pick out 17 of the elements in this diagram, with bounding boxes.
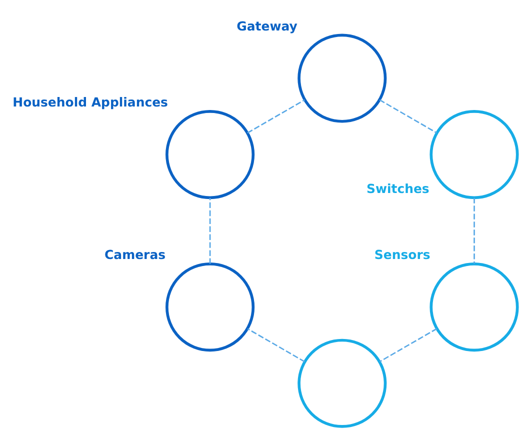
node-circle [430,110,519,199]
connector [379,328,438,362]
node-label: Household Appliances [12,94,168,110]
node-circle [298,33,387,122]
node-circle [166,262,255,352]
node-circle [166,110,255,199]
node-label: Switches [366,180,430,196]
connector [247,98,305,133]
node-label: Cameras [104,246,166,262]
node-label: Sensors [374,246,430,262]
node-circle [298,338,387,428]
connector [379,98,437,133]
connector [247,328,305,362]
node-circle [430,262,519,352]
connector [474,197,475,264]
node-label: Gateway [236,18,298,33]
connector [209,197,211,264]
